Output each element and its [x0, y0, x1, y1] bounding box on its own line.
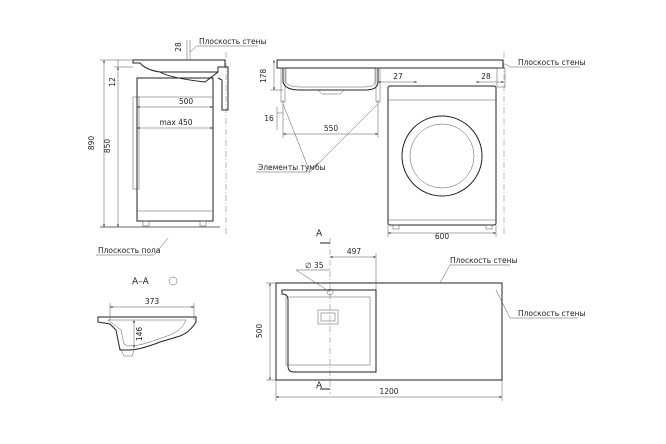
plan-bowl-width: 497 [347, 247, 362, 256]
plan-total-width: 1200 [379, 387, 398, 396]
section-circle-marker [168, 276, 178, 286]
front-wall-plane-label: Плоскость стены [518, 58, 586, 67]
front-right-thickness: 28 [481, 72, 491, 81]
front-countertop [276, 59, 504, 69]
section-mark-bottom: А [316, 381, 323, 391]
plan-drain-diameter: ∅ 35 [305, 261, 324, 270]
side-depth: 500 [179, 97, 194, 106]
side-cabinet-height: 850 [103, 139, 112, 154]
plan-view: А А 497 ∅ 35 500 1200 Плоскость стены Пл… [255, 229, 586, 401]
section-title: А–А [132, 277, 150, 287]
side-countertop [132, 59, 226, 73]
side-bowl-profile [159, 71, 219, 83]
side-total-height: 890 [87, 136, 96, 151]
side-cabinet [136, 77, 214, 222]
front-bowl [282, 68, 379, 91]
side-view: 28 12 890 850 500 max 450 Плоскость стен… [87, 37, 267, 256]
plan-wall-plane-label-right: Плоскость стены [518, 309, 586, 318]
front-machine-width: 600 [435, 232, 450, 241]
side-floor-plane-label: Плоскость пола [98, 246, 160, 255]
plan-bowl [281, 289, 377, 373]
section-mark-top: А [316, 229, 323, 239]
front-bowl-width: 550 [324, 124, 339, 133]
plan-countertop [275, 282, 503, 381]
plan-depth: 500 [255, 324, 264, 339]
section-depth: 146 [135, 327, 144, 342]
section-width: 373 [145, 297, 160, 306]
plan-drain [317, 309, 339, 325]
plan-wall-plane-label-top: Плоскость стены [450, 256, 518, 265]
side-top-thickness: 28 [174, 42, 183, 52]
side-wall-plane-label: Плоскость стены [199, 37, 267, 46]
front-view: 178 27 28 16 550 600 Плоскость стены Эле… [256, 52, 586, 241]
washing-machine-door [401, 115, 483, 197]
side-wall-bracket [217, 66, 229, 111]
cabinet-elements-label: Элементы тумбы [258, 163, 326, 172]
front-offset: 16 [264, 114, 274, 123]
front-bowl-height: 178 [259, 69, 268, 84]
side-rim-dimension: 12 [108, 77, 117, 87]
front-gap: 27 [393, 72, 403, 81]
section-view: А–А 373 146 [97, 276, 197, 357]
side-max-depth: max 450 [159, 118, 192, 127]
washing-machine-body [387, 85, 497, 226]
section-profile [97, 316, 197, 351]
